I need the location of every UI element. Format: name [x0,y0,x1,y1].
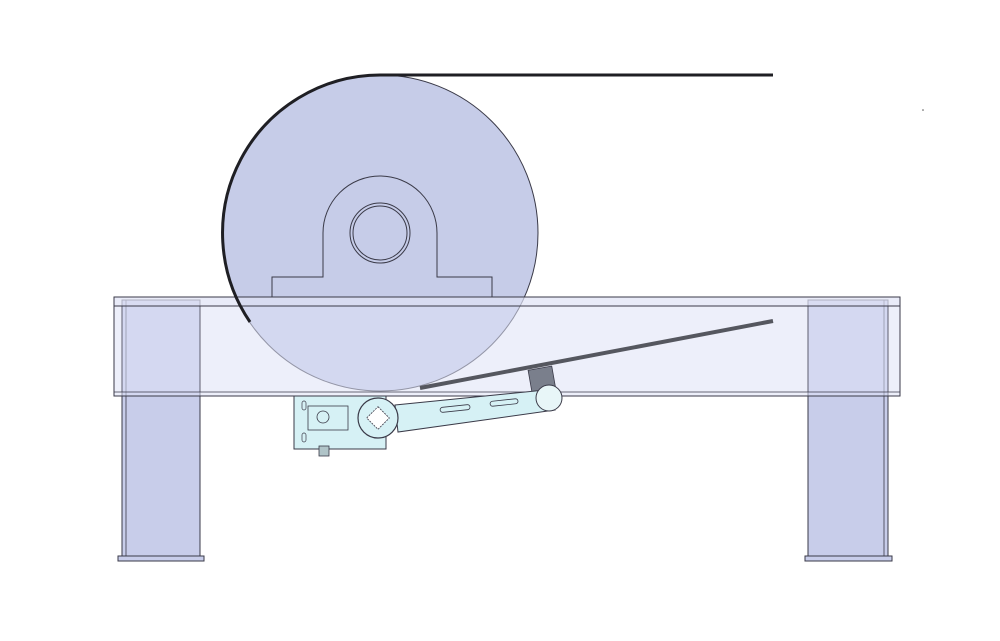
table-frame [113,296,901,397]
belt [221,73,774,390]
idler-roller [535,384,563,412]
pillow-block [271,175,493,298]
tensioner-assembly [293,384,563,457]
